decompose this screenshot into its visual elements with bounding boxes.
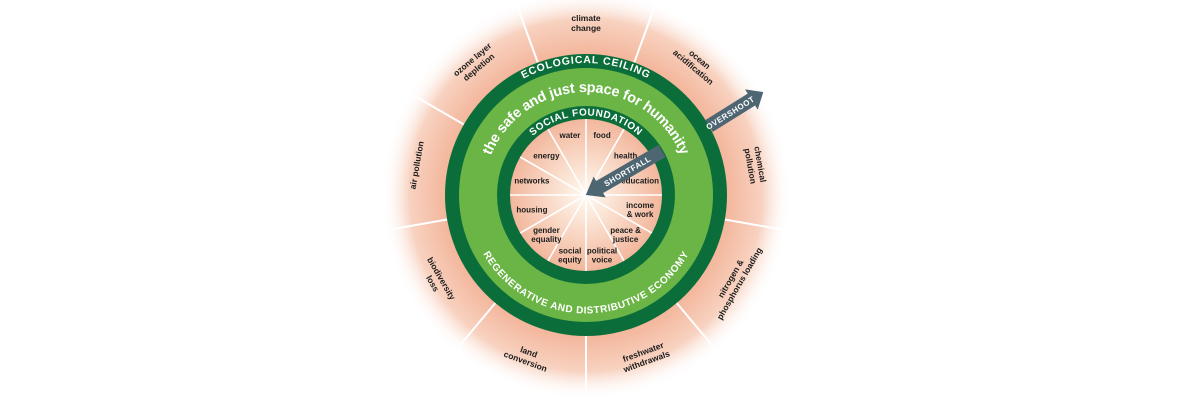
ecological-divider — [407, 91, 465, 126]
ecological-divider — [724, 218, 789, 232]
ecological-divider — [514, 2, 539, 63]
social-dimension-label: peace &justice — [610, 226, 641, 244]
social-dimension-label: income& work — [626, 201, 655, 219]
ecological-divider — [453, 302, 497, 353]
social-divider — [547, 194, 587, 262]
social-divider — [547, 128, 587, 196]
social-dimension-labels: food health education income& work peace &ju… — [514, 131, 659, 264]
ecological-divider — [383, 218, 448, 232]
social-divider — [519, 156, 587, 196]
social-divider — [585, 194, 653, 234]
social-divider — [585, 194, 625, 262]
social-dimension-label: food — [593, 131, 610, 140]
social-divider — [519, 194, 587, 234]
social-dimension-label: water — [559, 131, 581, 140]
ecological-divider — [675, 302, 719, 353]
social-dimension-label: health — [614, 151, 638, 160]
ecological-divider — [633, 2, 658, 63]
social-dimension-label: energy — [533, 151, 560, 160]
social-dimension-label: education — [621, 177, 659, 186]
social-dimension-label: networks — [514, 177, 550, 186]
social-dimension-label: housing — [516, 205, 547, 214]
